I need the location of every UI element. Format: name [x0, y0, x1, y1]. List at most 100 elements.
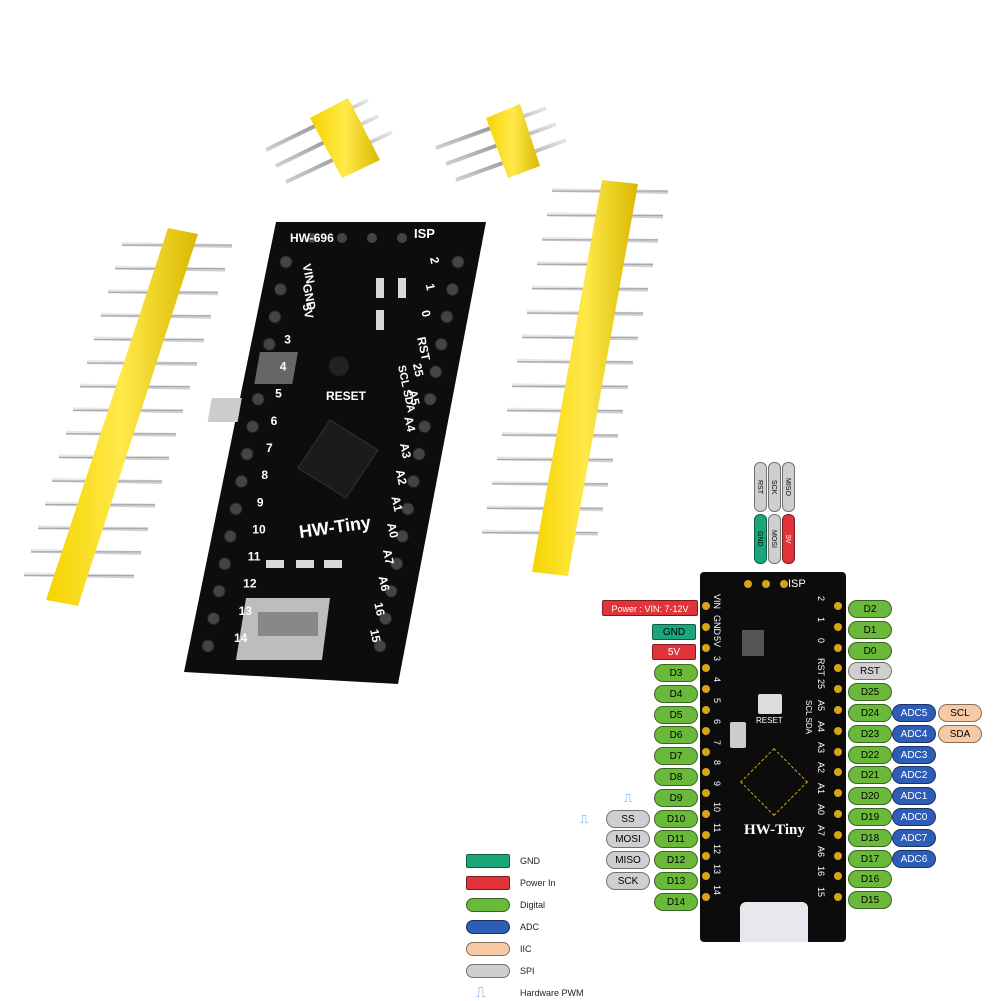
pin-hole [212, 584, 226, 598]
left-digital-pin: D9 [654, 788, 698, 807]
pin-hole [412, 447, 426, 461]
board-right-silk: 0 [816, 637, 826, 643]
isp-hole [780, 580, 788, 588]
crystal [730, 722, 746, 748]
top-spi-pin: SCK [768, 462, 781, 512]
pin-hole [201, 639, 215, 653]
legend-label: ADC [520, 922, 540, 932]
right-pin-label: A4 [401, 415, 418, 433]
voltage-regulator [742, 630, 764, 656]
pin-hole [384, 584, 398, 598]
pin-hole [834, 602, 842, 610]
header-3pin-left [265, 98, 393, 184]
pin-hole [223, 529, 237, 543]
reset-label: RESET [326, 389, 367, 403]
pin-hole [379, 612, 393, 626]
pin-hole [702, 602, 710, 610]
right-digital-pin: D21 [848, 766, 892, 785]
left-digital-pin: D13 [654, 872, 698, 890]
usb-port [740, 902, 808, 942]
right-iic-pin: SCL [938, 704, 982, 722]
pin-hole [273, 282, 287, 296]
left-digital-pin: D11 [654, 830, 698, 849]
pin-hole [401, 502, 415, 516]
isp-hole [397, 233, 407, 243]
board-right-silk: A7 [816, 824, 826, 836]
pin-hole [834, 872, 842, 881]
power-vin-label: Power : VIN: 7-12V [602, 600, 698, 616]
left-digital-pin: D5 [654, 705, 698, 724]
pwm-icon: ⎍ [624, 790, 633, 805]
pin-hole [834, 664, 842, 673]
legend-label: GND [520, 856, 540, 866]
pwm-icon: ⎍ [580, 811, 589, 826]
board-left-silk: 12 [712, 843, 722, 854]
right-digital-pin: D17 [848, 849, 892, 868]
pin-hole [218, 557, 232, 571]
power-5v-label: 5V [652, 644, 696, 660]
left-pin-label: 6 [271, 414, 278, 428]
right-pin-label: A2 [393, 468, 410, 486]
right-pin-label: A1 [388, 495, 405, 513]
top-spi-pin: MISO [782, 462, 795, 512]
board-right-silk: A6 [816, 845, 826, 857]
board-left-silk: 10 [712, 802, 722, 813]
right-digital-pin: D23 [848, 724, 892, 743]
pin-hole [406, 474, 420, 488]
pin-hole [702, 726, 710, 735]
pin-hole [702, 872, 710, 881]
top-power-pin: MOSI [768, 514, 781, 564]
left-pin-label: 5 [275, 387, 282, 401]
left-pin-label: 3 [284, 332, 291, 346]
pin-hole [834, 706, 842, 714]
right-pin-label: A0 [384, 521, 401, 539]
pin-hole [429, 365, 443, 379]
pin-hole [268, 310, 282, 324]
power-pin-label: GND [300, 283, 319, 312]
right-digital-pin: D1 [848, 620, 892, 639]
pin-hole [702, 830, 710, 839]
board-left-silk: 4 [712, 677, 722, 683]
legend-label: Hardware PWM [520, 988, 584, 998]
right-pin-label: 1 [423, 282, 438, 292]
power-gnd-label: GND [652, 624, 696, 640]
board-left-silk: 14 [712, 885, 722, 896]
pin-hole [440, 310, 454, 324]
pin-hole [390, 557, 404, 571]
pin-hole [702, 768, 710, 777]
left-pin-label: 9 [257, 495, 264, 509]
pin-hole [434, 337, 448, 351]
left-spi-pin: MISO [606, 851, 650, 870]
board-left-silk: 3 [712, 656, 722, 662]
right-adc-pin: ADC1 [892, 787, 936, 806]
board-left-silk: 13 [712, 864, 722, 875]
right-pin-label: RST [414, 335, 433, 362]
left-digital-pin: D8 [654, 768, 698, 786]
right-digital-pin: D0 [848, 641, 892, 660]
pin-hole [834, 622, 842, 631]
isp-hole [762, 580, 770, 588]
pin-hole [702, 893, 710, 902]
top-power-pin: 5V [782, 514, 795, 564]
right-digital-pin: D16 [848, 870, 892, 889]
pin-hole [251, 392, 265, 406]
right-digital-pin: D18 [848, 828, 892, 847]
pin-hole [834, 830, 842, 839]
isp-label: ISP [414, 226, 435, 241]
legend-label: Power In [520, 878, 556, 888]
pin-hole [834, 789, 842, 798]
board-right-silk: 16 [816, 866, 826, 877]
left-digital-pin: D14 [654, 892, 698, 911]
isp-hole [307, 233, 317, 243]
top-spi-pin: RST [754, 462, 767, 512]
right-pin-label: 2 [427, 256, 442, 266]
right-digital-pin: D22 [848, 745, 892, 764]
board-right-silk: A0 [816, 804, 826, 816]
right-pin-label: A7 [380, 548, 397, 566]
legend-label: IIC [520, 944, 532, 954]
power-pin-label: 5V [300, 303, 317, 320]
board-left-silk: 5V [712, 635, 722, 647]
right-adc-pin: ADC5 [892, 704, 936, 722]
board-left-silk: 5 [712, 698, 722, 704]
